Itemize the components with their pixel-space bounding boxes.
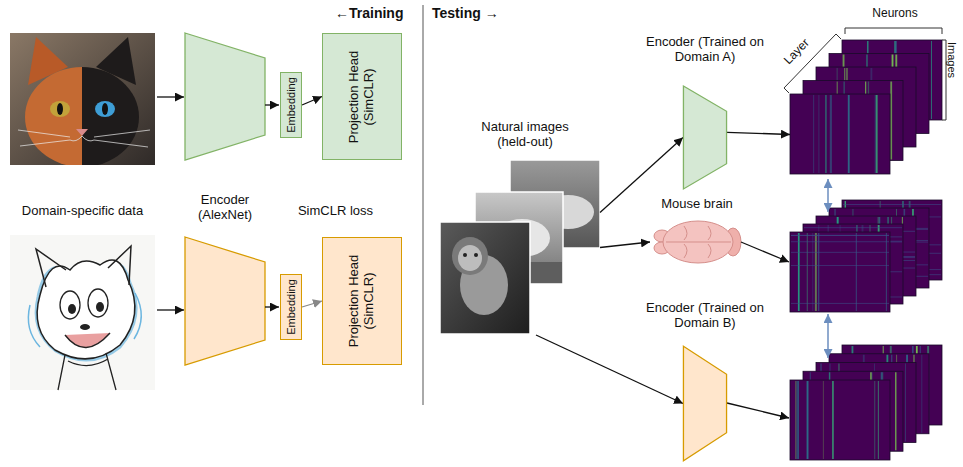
embedding-box: Embedding [280, 72, 302, 138]
node-label: Projection Head (SimCLR) [347, 41, 377, 153]
node-label: Mouse brain [661, 197, 733, 212]
image-stack: Natural images (held-out) [440, 160, 600, 335]
encoder-trapezoid [185, 33, 265, 160]
node-label: Embedding [285, 77, 298, 133]
text-label: ←Training [335, 5, 403, 21]
text-label: SimCLR loss [293, 204, 378, 219]
projection-head-box: Projection Head (SimCLR) [322, 237, 402, 365]
connector-arrow [727, 132, 790, 134]
flow-arrows [727, 242, 789, 418]
node-label: Layer [782, 36, 813, 67]
node-label: Projection Head (SimCLR) [347, 245, 377, 357]
mouse-brain: Mouse brain [650, 218, 740, 266]
encoder-shape [683, 85, 727, 190]
projection-head-box: Projection Head (SimCLR) [322, 33, 402, 160]
text-label: Testing → [432, 5, 499, 21]
heatmap-layer [790, 94, 890, 174]
connector-arrow [536, 335, 683, 404]
flow-arrows [157, 97, 279, 310]
encoder-trapezoid [185, 237, 265, 365]
comparison-arrows [827, 179, 829, 358]
embedding-box: Embedding [280, 274, 302, 340]
encoder-trapezoid: Encoder (Trained on Domain B) [683, 345, 727, 462]
connector-arrow [302, 301, 322, 307]
node-label: Encoder (Trained on Domain A) [635, 35, 775, 65]
text-label: Encoder (AlexNet) [192, 193, 258, 223]
node-label: Natural images (held-out) [475, 120, 575, 150]
cartoon-cat [10, 235, 155, 390]
node-label: Neurons [872, 7, 917, 21]
connector-arrow [600, 242, 650, 248]
encoder-trapezoid: Encoder (Trained on Domain A) [683, 85, 727, 190]
node-label: Embedding [285, 279, 298, 335]
encoder-shape [683, 345, 727, 462]
heatmap-stack: NeuronsLayerImages [790, 40, 945, 175]
activation-heatmaps [790, 40, 942, 460]
connector-arrow [302, 97, 322, 106]
heatmap-layer [790, 232, 890, 312]
cat-photo [10, 33, 155, 167]
natural-images [440, 160, 600, 334]
mouse-brain [654, 221, 741, 263]
node-label: Images [946, 42, 959, 78]
separator-line [423, 5, 424, 405]
text-label: Domain-specific data [5, 204, 160, 219]
heatmap-layer [790, 380, 890, 460]
node-label: Encoder (Trained on Domain B) [635, 301, 775, 331]
